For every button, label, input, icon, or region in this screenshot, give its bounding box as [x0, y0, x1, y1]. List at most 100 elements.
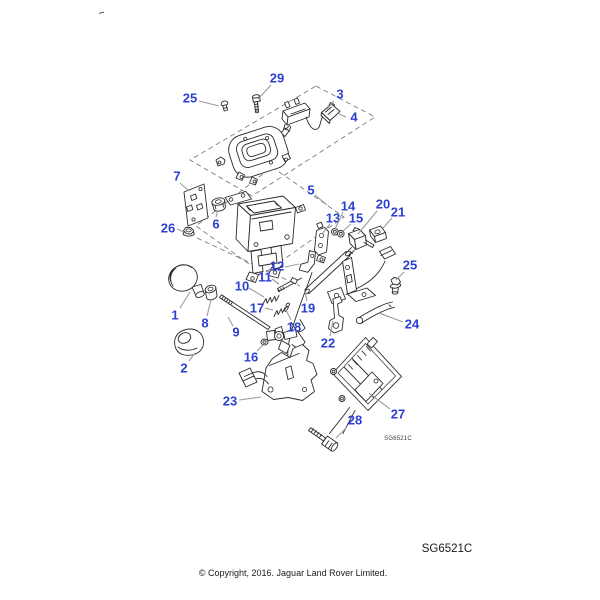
part-callout-17[interactable]: 17	[250, 301, 264, 316]
part-callout-13[interactable]: 13	[326, 211, 340, 226]
switch-bracket-3-drawing	[281, 97, 311, 132]
collar-8-drawing	[204, 284, 218, 301]
leader-line-11	[271, 278, 280, 285]
leader-line-19	[304, 291, 308, 302]
leader-line-10	[248, 287, 265, 298]
part-callout-25[interactable]: 25	[403, 258, 417, 273]
leader-line-6	[215, 209, 219, 218]
leader-line-24	[378, 312, 404, 323]
module-27-drawing	[330, 337, 402, 411]
part-callout-15[interactable]: 15	[349, 211, 363, 226]
part-callout-20[interactable]: 20	[376, 197, 390, 212]
part-callout-21[interactable]: 21	[391, 205, 405, 220]
leader-line-8	[206, 299, 212, 317]
leader-line-18	[285, 309, 292, 321]
part-callout-4[interactable]: 4	[350, 110, 358, 125]
bracket-13-drawing	[314, 221, 329, 264]
part-callout-6[interactable]: 6	[212, 217, 219, 232]
connector-4-drawing	[320, 102, 341, 124]
shift-surround-cover-drawing	[215, 125, 291, 186]
rod-11-drawing	[277, 277, 302, 293]
switch-cable-drawing	[305, 115, 324, 130]
side-bracket-drawing	[327, 257, 376, 304]
part-callout-24[interactable]: 24	[405, 317, 420, 332]
leader-line-3	[326, 100, 335, 110]
part-callout-1[interactable]: 1	[171, 308, 178, 323]
block-21-drawing	[369, 225, 387, 243]
part-callout-25[interactable]: 25	[183, 91, 197, 106]
leader-line-23	[238, 396, 262, 401]
print-artifact	[98, 11, 105, 14]
strap-12-drawing	[287, 250, 316, 363]
part-callout-19[interactable]: 19	[301, 301, 315, 316]
nut-26-drawing	[182, 226, 195, 237]
leader-line-12	[284, 263, 300, 268]
leader-line-20	[357, 210, 378, 235]
part-callout-27[interactable]: 27	[391, 407, 405, 422]
leader-line-26	[176, 228, 185, 233]
diagram-code-footer: SG6521C	[422, 543, 473, 555]
part-callout-7[interactable]: 7	[173, 169, 180, 184]
bolt-29-drawing	[251, 94, 261, 114]
part-callout-29[interactable]: 29	[270, 71, 284, 86]
part-callout-3[interactable]: 3	[336, 87, 343, 102]
clip-24-drawing	[355, 301, 395, 325]
washer-16-drawing	[260, 338, 269, 346]
part-callout-12[interactable]: 12	[270, 259, 284, 274]
harness-connector-drawing	[345, 246, 396, 295]
diagram-code-inline: SG6521C	[384, 436, 412, 442]
leader-line-14	[334, 211, 344, 230]
leader-line-22	[329, 320, 334, 337]
leader-line-1	[179, 291, 191, 309]
leader-line-28	[335, 426, 348, 439]
part-callout-28[interactable]: 28	[348, 413, 362, 428]
part-callout-14[interactable]: 14	[341, 199, 356, 214]
shaft-9-drawing	[219, 294, 271, 330]
leader-line-25	[198, 100, 220, 107]
leader-line-16	[256, 344, 264, 352]
leader-line-21	[382, 217, 393, 229]
leader-line-5	[314, 194, 328, 206]
copyright-text: © Copyright, 2016. Jaguar Land Rover Lim…	[199, 568, 387, 578]
washers-14-15-drawing	[331, 228, 345, 238]
part-callout-16[interactable]: 16	[244, 350, 258, 365]
leader-line-9	[227, 316, 234, 327]
leader-line-2	[188, 352, 196, 362]
part-callout-23[interactable]: 23	[223, 394, 237, 409]
plate-7-drawing	[183, 183, 209, 227]
part-callout-11[interactable]: 11	[258, 270, 272, 285]
part-callout-5[interactable]: 5	[307, 183, 314, 198]
leader-line-25	[395, 271, 405, 281]
part-callout-26[interactable]: 26	[161, 221, 175, 236]
gear-knob-1-drawing	[168, 264, 205, 298]
leader-line-4	[338, 113, 347, 118]
leader-line-27	[368, 392, 391, 410]
bracket-23-drawing	[261, 344, 318, 401]
leader-line-29	[257, 84, 272, 100]
pivot-assembly-drawing	[266, 319, 306, 354]
pin-18-drawing	[283, 302, 291, 312]
leader-line-15	[342, 223, 352, 232]
part-callout-10[interactable]: 10	[235, 279, 249, 294]
bolt-28-drawing	[308, 427, 339, 452]
bolt-25b-drawing	[389, 277, 402, 295]
module-cable-drawing	[329, 407, 356, 434]
spring-10-drawing	[262, 295, 280, 305]
part-callout-9[interactable]: 9	[232, 325, 239, 340]
connector-23-drawing	[238, 367, 269, 388]
leader-line-13	[321, 223, 331, 235]
part-callout-2[interactable]: 2	[180, 361, 187, 376]
part-callout-8[interactable]: 8	[201, 316, 208, 331]
boot-2-drawing	[174, 328, 205, 356]
housing-5-drawing	[224, 191, 306, 283]
part-callout-22[interactable]: 22	[321, 336, 335, 351]
hook-bracket-22-drawing	[328, 296, 344, 334]
part-callout-18[interactable]: 18	[287, 320, 301, 335]
switch-20-drawing	[339, 227, 375, 263]
spring-17-drawing	[273, 306, 287, 317]
bushing-6-drawing	[211, 197, 226, 212]
leader-line-7	[179, 182, 190, 192]
